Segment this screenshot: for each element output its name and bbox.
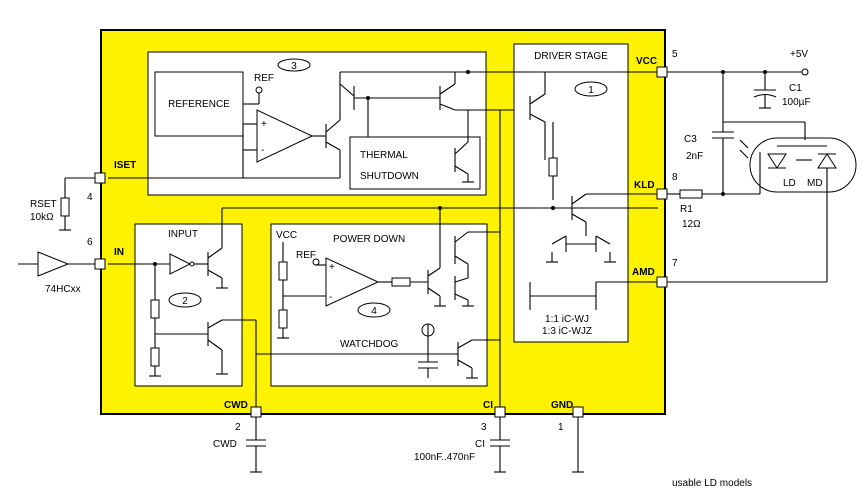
capacitor-cwd: CWD [213,417,266,473]
reference-label: REFERENCE [168,99,230,110]
input-label: INPUT [168,229,198,240]
cwd-cap-label: CWD [213,439,237,450]
gate-label: 74HCxx [45,284,81,295]
svg-text:1: 1 [588,85,594,96]
ld-label: LD [783,178,796,189]
svg-text:4: 4 [371,306,377,317]
ci-cap-value: 100nF..470nF [414,452,475,463]
pin-iset-label: ISET [114,160,136,171]
pin-gnd-number: 1 [558,422,564,433]
block-number-4 [357,302,391,318]
opamp-symbol [256,109,314,163]
rset-name: RSET [30,199,57,210]
rset-value: 10kΩ [30,212,54,223]
vcc-small-label: VCC [276,230,297,241]
thermal-label: THERMAL [360,150,408,161]
pin-vcc-label: VCC [636,56,657,67]
c1-value: 100µF [782,97,811,108]
resistor-r1: R1 12Ω [667,189,760,230]
supply-label: +5V [790,49,808,60]
svg-text:3: 3 [291,61,297,72]
input-block: INPUT 2 [108,208,256,387]
pin-ci-label: CI [483,400,493,411]
supply-rail: +5V [667,49,809,76]
svg-text:+: + [261,119,267,130]
r1-name: R1 [680,204,693,215]
block-number-3 [277,58,311,72]
pin-vcc-number: 5 [672,49,678,60]
pin-cwd-number: 2 [235,422,241,433]
ci-cap-name: CI [475,439,485,450]
ref-small-label: REF [296,250,316,261]
ratio-wjz-label: 1:3 iC-WJZ [542,326,592,337]
laser-diode-package: LD MD [667,121,857,283]
pin-amd-number: 7 [672,258,678,269]
pin-kld-label: KLD [634,180,655,191]
c3-value: 2nF [686,151,703,162]
shutdown-label: SHUTDOWN [360,171,419,182]
svg-text:-: - [261,145,264,156]
pin-amd-label: AMD [632,267,655,278]
thermal-shutdown-box [349,136,481,190]
driver-stage-label: DRIVER STAGE [534,51,608,62]
power-down-label: POWER DOWN [333,234,405,245]
power-down-block: POWER DOWN VCC REF + - 4 [256,208,500,387]
c1-name: C1 [789,83,802,94]
input-gate: 74HCxx [18,251,95,295]
r1-value: 12Ω [682,219,701,230]
svg-text:2: 2 [182,296,188,307]
svg-text:-: - [329,292,332,303]
capacitor-c3: C3 2nF [684,72,734,194]
footer-note: usable LD models [672,478,752,489]
ratio-wj-label: 1:1 iC-WJ [545,314,589,325]
comparator-symbol [325,257,380,307]
capacitor-ci: CI 100nF..470nF [414,417,510,473]
pin-gnd-label: GND [551,400,573,411]
resistor-rset: RSET 10kΩ [30,177,95,231]
driver-stage-block: DRIVER STAGE 1 1:1 iC-WJ 1:3 iC-WJZ [513,43,658,343]
capacitor-c1: C1 100µF [753,72,811,109]
reference-box [154,71,244,137]
block-number-1 [574,81,608,97]
svg-text:+: + [329,262,335,273]
pin-iset-number: 4 [87,192,93,203]
reference-block: REFERENCE REF + - 3 THERMAL [147,51,530,196]
pin-in-label: IN [114,247,124,258]
md-label: MD [807,178,823,189]
pin-cwd-label: CWD [224,400,248,411]
watchdog-label: WATCHDOG [340,339,399,350]
c3-name: C3 [684,134,697,145]
ground-gnd [572,417,584,473]
pin-kld-number: 8 [672,172,678,183]
pin-in-number: 6 [87,237,93,248]
block-number-2 [168,292,202,308]
pin-ci-number: 3 [481,422,487,433]
ref-label: REF [254,73,274,84]
